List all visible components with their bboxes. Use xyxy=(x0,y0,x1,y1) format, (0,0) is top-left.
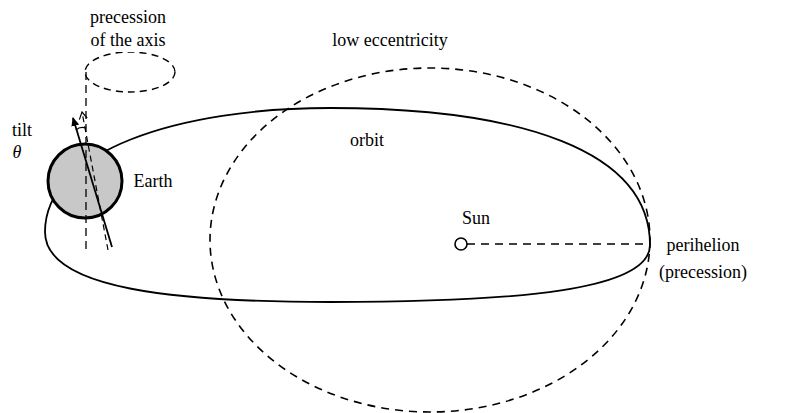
sun-label: Sun xyxy=(461,207,491,230)
precession-label: precession of the axis xyxy=(81,6,175,52)
precessed-axis xyxy=(82,112,108,250)
perihelion-line xyxy=(467,243,650,244)
circular-orbit xyxy=(210,68,650,412)
perihelion-label: perihelion xyxy=(666,234,741,257)
tilt-arc xyxy=(76,127,86,130)
rotation-axis xyxy=(73,118,112,247)
orbit-label: orbit xyxy=(349,129,385,152)
precession-ellipse xyxy=(85,52,175,92)
angle-symbol: θ xyxy=(12,141,23,164)
orbit-type-label: low eccentricity xyxy=(331,29,448,52)
tilt-label: tilt xyxy=(11,119,33,142)
precession-note: (precession) xyxy=(658,261,748,284)
elliptical-orbit xyxy=(45,108,650,302)
earth-label: Earth xyxy=(133,170,174,193)
sun-symbol xyxy=(455,238,467,250)
